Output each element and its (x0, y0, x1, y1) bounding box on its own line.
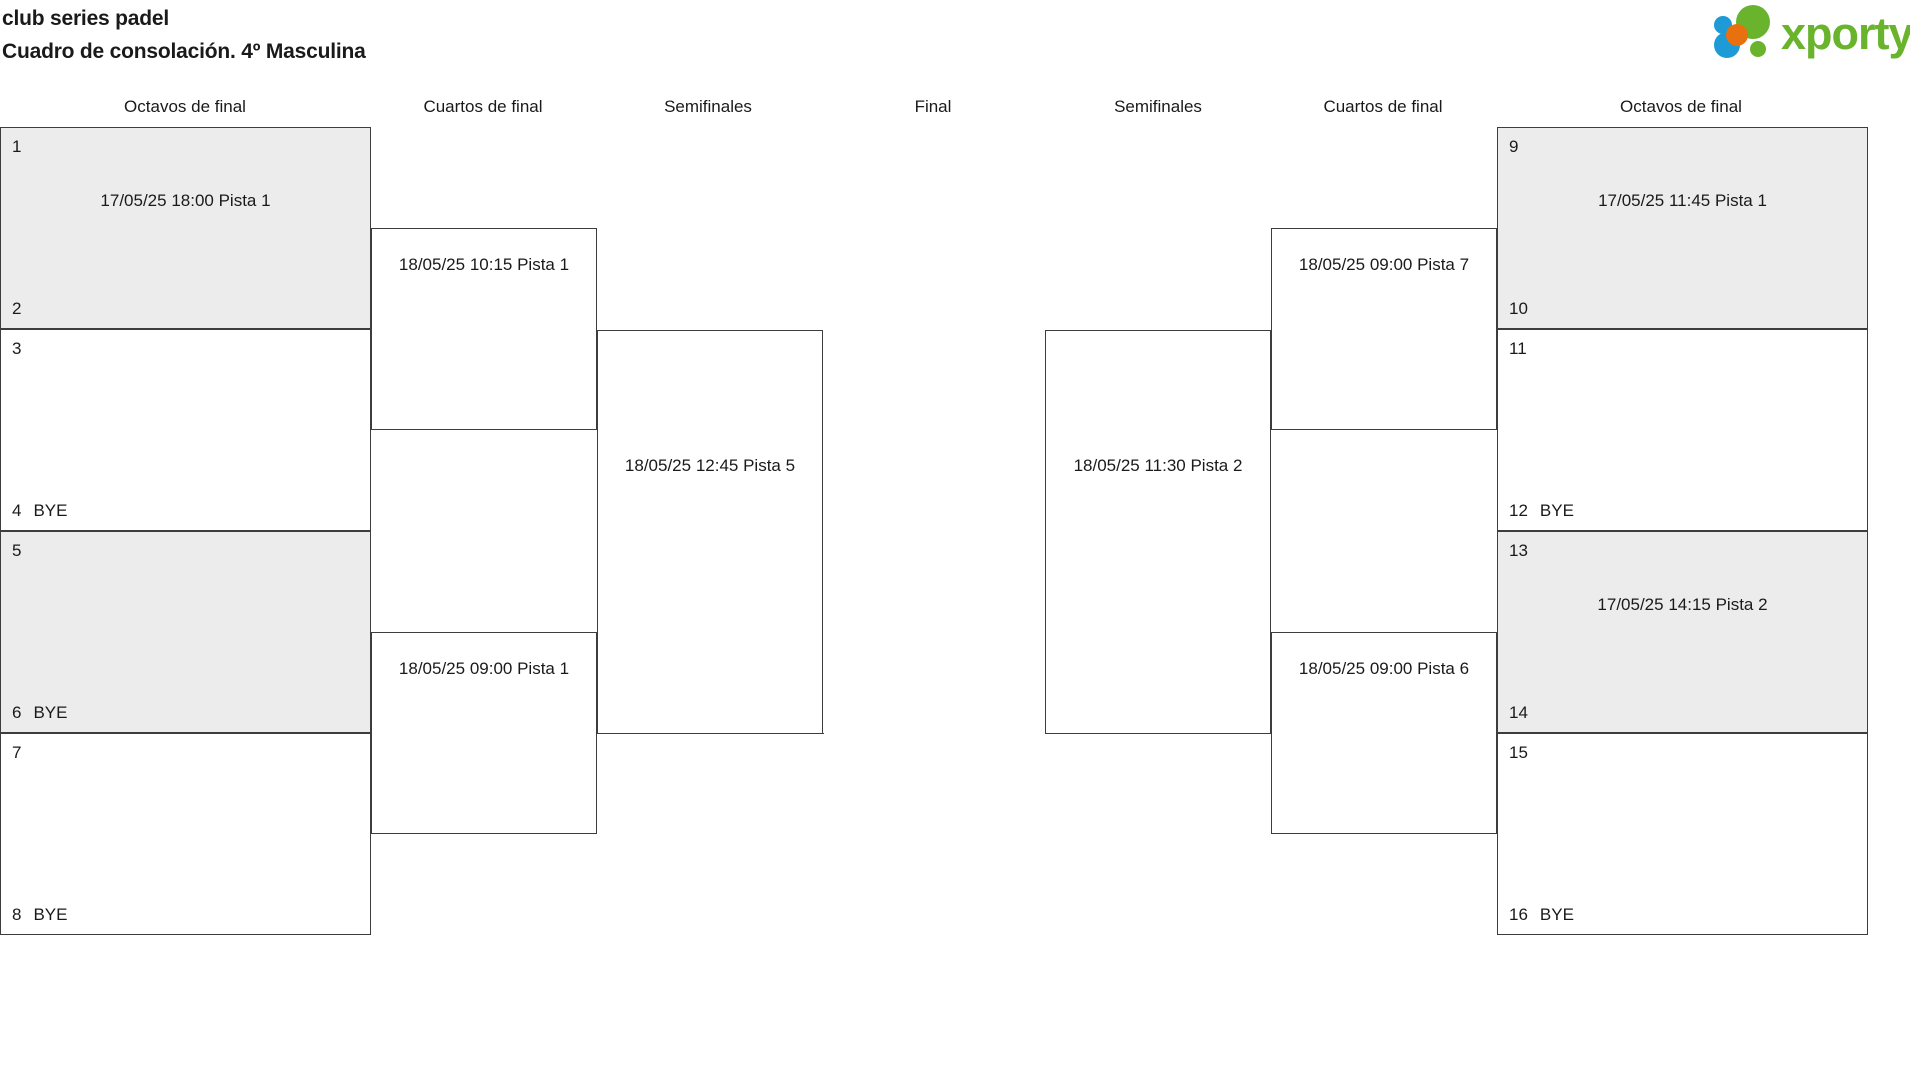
page-title: club series padel Cuadro de consolación.… (2, 2, 366, 68)
seed-label: 3 (12, 339, 22, 358)
match-box-left-cuartos-1[interactable]: 18/05/25 10:15 Pista 1 (371, 228, 597, 430)
seed-label: 1 (12, 137, 22, 156)
match-box-left-semifinal[interactable]: 18/05/25 12:45 Pista 5 (597, 330, 823, 734)
seed-label: 13 (1509, 541, 1528, 560)
match-box-right-cuartos-1[interactable]: 18/05/25 09:00 Pista 7 (1271, 228, 1497, 430)
round-header-octavos-right: Octavos de final (1620, 97, 1742, 116)
club-name: club series padel (2, 7, 170, 30)
connector-right-final (1045, 733, 1046, 734)
match-schedule: 18/05/25 09:00 Pista 7 (1298, 255, 1470, 274)
bracket-title: Cuadro de consolación. 4º Masculina (2, 40, 366, 63)
match-cell-right-octavos-1[interactable]: 9 17/05/25 11:45 Pista 1 10 (1497, 127, 1868, 329)
xporty-logo[interactable]: xporty (1705, 2, 1910, 62)
round-header-octavos-left: Octavos de final (124, 97, 246, 116)
seed-label: 5 (12, 541, 22, 560)
match-schedule: 18/05/25 12:45 Pista 5 (624, 456, 796, 475)
svg-text:xporty: xporty (1781, 8, 1910, 59)
match-box-left-cuartos-2[interactable]: 18/05/25 09:00 Pista 1 (371, 632, 597, 834)
match-schedule: 17/05/25 14:15 Pista 2 (1597, 595, 1768, 614)
match-cell-left-octavos-1[interactable]: 1 17/05/25 18:00 Pista 1 2 (0, 127, 371, 329)
match-schedule: 18/05/25 10:15 Pista 1 (398, 255, 570, 274)
round-header-semifinal-left: Semifinales (664, 97, 752, 116)
seed-label: 2 (12, 299, 22, 318)
match-box-right-cuartos-2[interactable]: 18/05/25 09:00 Pista 6 (1271, 632, 1497, 834)
match-schedule: 18/05/25 11:30 Pista 2 (1073, 456, 1243, 475)
match-schedule: 18/05/25 09:00 Pista 1 (398, 659, 570, 678)
match-box-right-semifinal[interactable]: 18/05/25 11:30 Pista 2 (1045, 330, 1271, 734)
match-schedule: 17/05/25 18:00 Pista 1 (100, 191, 271, 210)
round-header-final: Final (914, 97, 952, 116)
round-header-semifinal-right: Semifinales (1114, 97, 1202, 116)
seed-label: 15 (1509, 743, 1528, 762)
seed-label: 11 (1509, 339, 1527, 358)
match-cell-right-octavos-3[interactable]: 13 17/05/25 14:15 Pista 2 14 (1497, 531, 1868, 733)
seed-label: 7 (12, 743, 22, 762)
seed-label: 14 (1509, 703, 1528, 722)
seed-label: 9 (1509, 137, 1519, 156)
seed-label: 10 (1509, 299, 1528, 318)
round-header-cuartos-left: Cuartos de final (423, 97, 543, 116)
connector-left-final (823, 733, 824, 734)
match-schedule: 17/05/25 11:45 Pista 1 (1598, 191, 1767, 210)
round-header-cuartos-right: Cuartos de final (1323, 97, 1443, 116)
match-schedule: 18/05/25 09:00 Pista 6 (1298, 659, 1470, 678)
